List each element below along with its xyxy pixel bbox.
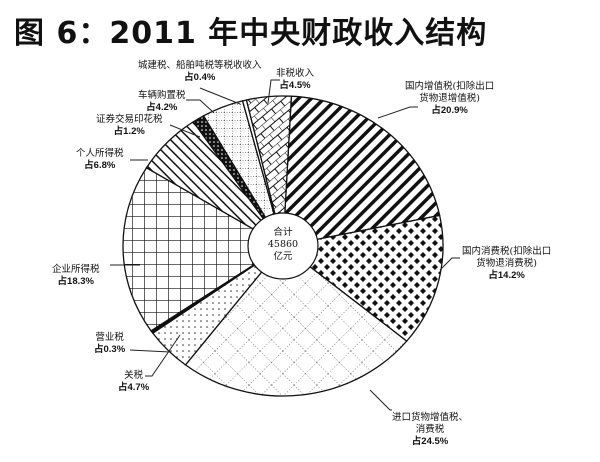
chart-title: 图 6：2011 年中央财政收入结构 <box>14 16 488 51</box>
center-total: 合计 45860 亿元 <box>253 227 313 263</box>
label-urban-construction-tax: 城建税、船舶吨税等税收收入占0.4% <box>138 60 262 83</box>
pie-slice-2 <box>184 245 408 397</box>
label-vehicle-purchase-tax: 车辆购置税占4.2% <box>138 90 186 113</box>
label-stamp-tax: 证券交易印花税占1.2% <box>96 114 163 137</box>
label-tariff: 关税占4.7% <box>118 370 150 393</box>
pie-slice-5 <box>122 166 285 332</box>
pie-slice-0 <box>282 95 441 247</box>
center-label: 合计 <box>273 227 293 238</box>
label-business-tax: 营业税占0.3% <box>94 332 126 355</box>
label-domestic-consumption-tax: 国内消费税(扣除出口货物退消费税)占14.2% <box>462 246 552 281</box>
donut-hole <box>247 212 319 280</box>
pie-slice-1 <box>281 214 444 343</box>
label-non-tax-revenue: 非税收入占4.5% <box>276 68 315 91</box>
label-domestic-vat: 国内增值税(扣除出口货物退增值税)占20.9% <box>405 81 495 116</box>
label-corporate-income-tax: 企业所得税占18.3% <box>52 264 100 287</box>
label-personal-income-tax: 个人所得税占6.8% <box>76 148 124 171</box>
center-value: 45860 <box>267 239 299 250</box>
center-unit: 亿元 <box>273 251 293 262</box>
leader-lines <box>110 79 460 411</box>
label-import-vat: 进口货物增值税、消费税占24.5% <box>392 412 469 447</box>
